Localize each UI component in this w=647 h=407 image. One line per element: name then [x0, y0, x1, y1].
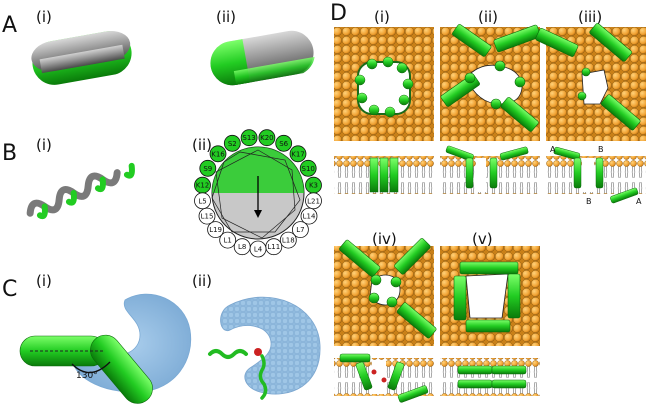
hydrophobic-residue-label: L18 — [282, 237, 295, 245]
polar-residue-label: K17 — [291, 150, 305, 158]
panel-d-sub-ii: (ii) — [478, 8, 498, 26]
curved-membrane-ii — [220, 296, 321, 395]
rod-right — [90, 334, 153, 404]
hydrophobic-residue-l15 — [198, 207, 216, 225]
panel-c-sub-i: (i) — [36, 272, 52, 290]
tag-a-top: A — [550, 145, 556, 154]
polar-residue-k16 — [209, 145, 227, 163]
panel-b-sub-ii: (ii) — [192, 136, 212, 154]
topview-iii — [535, 23, 646, 141]
hydrophobic-residue-l18 — [279, 231, 297, 249]
bilayer-v — [440, 358, 540, 396]
panel-d-sub-iv: (iv) — [372, 230, 397, 248]
polar-residue-label: K16 — [211, 150, 225, 158]
polar-residue-label: K3 — [309, 182, 318, 190]
topview-ii — [440, 24, 541, 141]
hydrophobic-residue-label: L7 — [296, 226, 304, 234]
helix-ribbon — [26, 162, 135, 220]
panel-b-sub-i: (i) — [36, 136, 52, 154]
topview-iv — [334, 238, 437, 346]
capsule-i — [31, 30, 132, 85]
polar-residue-label: S10 — [302, 165, 315, 173]
bilayer-iv — [334, 353, 434, 403]
topview-v — [440, 246, 540, 346]
panel-d-sub-v: (v) — [472, 230, 493, 248]
hydrophobic-residue-label: L5 — [198, 197, 206, 205]
polar-residue-label: K20 — [260, 134, 274, 142]
hydrophobic-residue-label: L19 — [209, 226, 222, 234]
hydrophobic-residue-label: L8 — [238, 243, 246, 251]
panel-d-sub-iii: (iii) — [578, 8, 602, 26]
panel-label-d: D — [330, 1, 347, 26]
polar-residue-s10 — [299, 159, 317, 177]
polar-residue-label: S6 — [279, 140, 288, 148]
hydrophobic-residue-label: L14 — [303, 213, 316, 221]
capsule-ii — [210, 30, 315, 86]
tag-b-bottom: B — [586, 197, 592, 206]
hydrophobic-residue-l8 — [233, 238, 251, 256]
hydrophobic-residue-label: L4 — [254, 246, 263, 254]
hydrophobic-residue-label: L15 — [201, 213, 214, 221]
panel-a: A (i) (ii) — [2, 8, 315, 86]
panel-c: C (i) (ii) 130° — [2, 272, 321, 404]
bilayer-iii: A B B A — [546, 145, 646, 206]
panel-label-c: C — [2, 277, 17, 302]
hydrophobic-residue-l21 — [305, 192, 322, 210]
topview-i — [334, 27, 434, 141]
hydrophobic-residue-l1 — [219, 231, 237, 249]
polar-residue-s13 — [240, 129, 258, 147]
panel-label-a: A — [2, 13, 17, 38]
polar-residue-k20 — [258, 129, 276, 147]
bilayer-ii — [440, 145, 540, 194]
hydrophobic-residue-l19 — [207, 221, 225, 239]
panel-a-sub-i: (i) — [36, 8, 52, 26]
polar-residue-label: S2 — [228, 140, 237, 148]
hydrophobic-residue-l5 — [194, 192, 211, 210]
hydrophobic-residue-label: L11 — [267, 243, 280, 251]
panel-c-sub-ii: (ii) — [192, 272, 212, 290]
bilayer-i — [334, 156, 434, 194]
polar-residue-s6 — [275, 134, 293, 152]
panel-a-sub-ii: (ii) — [216, 8, 236, 26]
polar-residue-s9 — [199, 159, 217, 177]
panel-d: D (i) (ii) (iii) (iv) (v) — [330, 1, 646, 403]
angle-label: 130° — [76, 371, 98, 381]
polar-residue-s2 — [223, 134, 241, 152]
polar-residue-label: K12 — [196, 182, 210, 190]
tag-a-bottom: A — [636, 197, 642, 206]
tag-b-top: B — [598, 145, 604, 154]
hydrophobic-residue-label: L1 — [224, 237, 232, 245]
panel-label-b: B — [2, 141, 17, 166]
hydrophobic-residue-label: L21 — [307, 197, 320, 205]
hydrophobic-residue-l14 — [300, 207, 318, 225]
polar-residue-k17 — [289, 145, 307, 163]
hydrophobic-residue-l7 — [291, 221, 309, 239]
polar-residue-label: S13 — [242, 134, 255, 142]
polar-residue-label: S9 — [203, 165, 212, 173]
panel-d-sub-i: (i) — [374, 8, 390, 26]
